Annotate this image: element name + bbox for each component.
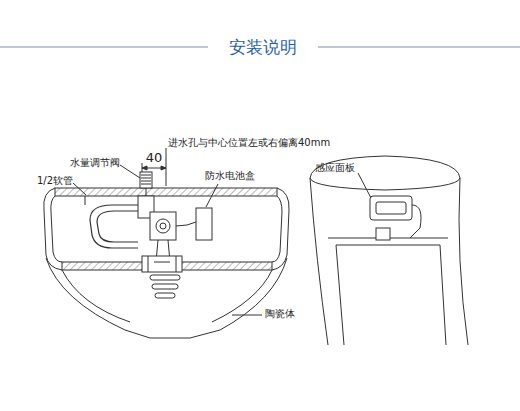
title-rule (0, 47, 208, 48)
hose-label: 1/2软管 (37, 175, 73, 187)
dimension-value: 40 (146, 151, 163, 166)
front-view (310, 156, 468, 345)
battery-box-label: 防水电池盒 (205, 170, 255, 182)
dimension-note: 进水孔与中心位置左或右偏离40mm (168, 137, 330, 149)
page-title: 安装说明 (229, 38, 297, 58)
title-rule (318, 47, 520, 48)
ceramic-body-label: 陶瓷体 (265, 308, 295, 320)
sensor-panel-label: 感应面板 (315, 162, 355, 174)
valve-label: 水量调节阀 (70, 157, 120, 169)
side-section (44, 148, 289, 338)
